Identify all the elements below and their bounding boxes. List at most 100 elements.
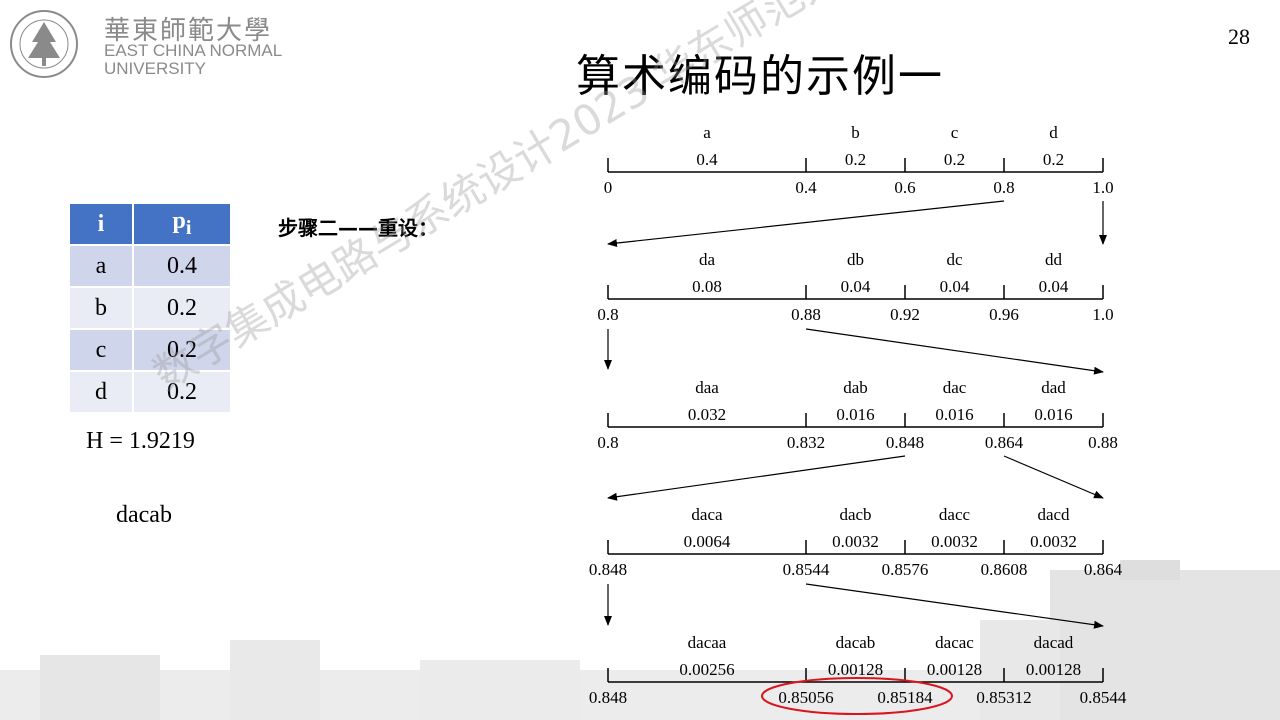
segment-width: 0.2: [845, 150, 866, 169]
tick-label: 0.848: [589, 560, 627, 579]
segment-width: 0.0064: [684, 532, 731, 551]
tick-label: 0.85056: [778, 688, 833, 707]
slide-title: 算术编码的示例一: [576, 51, 944, 102]
page-number: 28: [1228, 24, 1250, 49]
segment-width: 0.04: [841, 277, 871, 296]
segment-label: daca: [691, 505, 723, 524]
segment-width: 0.00256: [679, 660, 734, 679]
symbol-cell: d: [68, 370, 134, 414]
segment-label: dacaa: [688, 633, 727, 652]
segment-label: daa: [695, 378, 719, 397]
segment-width: 0.0032: [832, 532, 879, 551]
segment-width: 0.0032: [931, 532, 978, 551]
column-header-i: i: [68, 202, 134, 246]
logo-english-line1: EAST CHINA NORMAL: [104, 41, 283, 60]
table-row: a 0.4: [68, 244, 232, 288]
symbol-cell: c: [68, 328, 134, 372]
logo-chinese-name: 華東師範大學: [104, 16, 273, 46]
segment-width: 0.00128: [828, 660, 883, 679]
university-logo: 華東師範大學 EAST CHINA NORMAL UNIVERSITY: [8, 6, 298, 82]
tick-label: 0.88: [1088, 433, 1118, 452]
segment-width: 0.032: [688, 405, 726, 424]
segment-label: db: [847, 250, 864, 269]
mapping-arrow: [805, 583, 1104, 629]
probability-cell: 0.2: [132, 286, 232, 330]
tick-label: 0.8: [597, 433, 618, 452]
table-header-row: i pi: [68, 202, 232, 246]
university-seal-icon: [10, 10, 78, 78]
mapping-arrow: [607, 200, 1005, 248]
tick-label: 0.8: [597, 305, 618, 324]
segment-label: dacad: [1034, 633, 1074, 652]
tick-label: 0.85184: [877, 688, 933, 707]
tick-label: 0.92: [890, 305, 920, 324]
segment-width: 0.04: [1039, 277, 1069, 296]
segment-width: 0.016: [935, 405, 973, 424]
segment-label: c: [951, 123, 959, 142]
tick-label: 1.0: [1092, 305, 1113, 324]
tick-label: 0.8: [993, 178, 1014, 197]
tick-label: 0.848: [589, 688, 627, 707]
segment-label: dac: [943, 378, 967, 397]
tick-label: 0.96: [989, 305, 1019, 324]
tick-label: 0.864: [985, 433, 1024, 452]
column-header-p: pi: [132, 202, 232, 246]
tick-label: 0.8576: [882, 560, 929, 579]
probability-cell: 0.2: [132, 328, 232, 372]
step-label: 步骤二——重设：: [278, 216, 438, 240]
table-row: c 0.2: [68, 328, 232, 372]
logo-english-name: EAST CHINA NORMAL UNIVERSITY: [104, 42, 282, 78]
tick-label: 0.8608: [981, 560, 1028, 579]
segment-width: 0.00128: [1026, 660, 1081, 679]
mapping-arrow: [607, 455, 906, 501]
segment-label: dacb: [839, 505, 871, 524]
column-header-p-subscript: i: [185, 216, 192, 239]
segment-label: dacac: [935, 633, 974, 652]
probability-cell: 0.2: [132, 370, 232, 414]
segment-label: dacc: [939, 505, 971, 524]
mapping-arrow: [1003, 455, 1104, 499]
tick-label: 0.4: [795, 178, 817, 197]
segment-width: 0.08: [692, 277, 722, 296]
logo-english-line2: UNIVERSITY: [104, 59, 207, 78]
segment-label: dd: [1045, 250, 1063, 269]
encoded-sequence: dacab: [116, 502, 172, 528]
table-row: b 0.2: [68, 286, 232, 330]
segment-label: dacd: [1037, 505, 1070, 524]
tick-label: 0: [604, 178, 613, 197]
segment-width: 0.2: [1043, 150, 1064, 169]
result-highlight-ellipse: [761, 677, 953, 715]
segment-width: 0.2: [944, 150, 965, 169]
segment-width: 0.04: [940, 277, 970, 296]
tick-label: 0.8544: [1080, 688, 1127, 707]
tick-label: 0.88: [791, 305, 821, 324]
tick-label: 0.85312: [976, 688, 1031, 707]
table-row: d 0.2: [68, 370, 232, 414]
segment-label: dad: [1041, 378, 1066, 397]
segment-label: b: [851, 123, 860, 142]
segment-width: 0.4: [696, 150, 718, 169]
tick-label: 0.848: [886, 433, 924, 452]
tick-label: 0.8544: [783, 560, 830, 579]
column-header-p-text: p: [172, 208, 186, 235]
segment-label: dc: [946, 250, 963, 269]
segment-label: dab: [843, 378, 868, 397]
segment-label: d: [1049, 123, 1058, 142]
segment-width: 0.016: [1034, 405, 1072, 424]
symbol-cell: a: [68, 244, 134, 288]
mapping-arrow: [805, 328, 1104, 375]
tick-label: 0.6: [894, 178, 915, 197]
probability-cell: 0.4: [132, 244, 232, 288]
segment-label: da: [699, 250, 716, 269]
tick-label: 0.832: [787, 433, 825, 452]
segment-label: dacab: [836, 633, 876, 652]
probability-table: i pi a 0.4 b 0.2 c 0.2 d 0.2: [68, 202, 232, 414]
symbol-cell: b: [68, 286, 134, 330]
segment-width: 0.00128: [927, 660, 982, 679]
entropy-value: H = 1.9219: [86, 428, 195, 454]
campus-background: [0, 560, 1280, 720]
segment-label: a: [703, 123, 711, 142]
tick-label: 0.864: [1084, 560, 1123, 579]
tick-label: 1.0: [1092, 178, 1113, 197]
